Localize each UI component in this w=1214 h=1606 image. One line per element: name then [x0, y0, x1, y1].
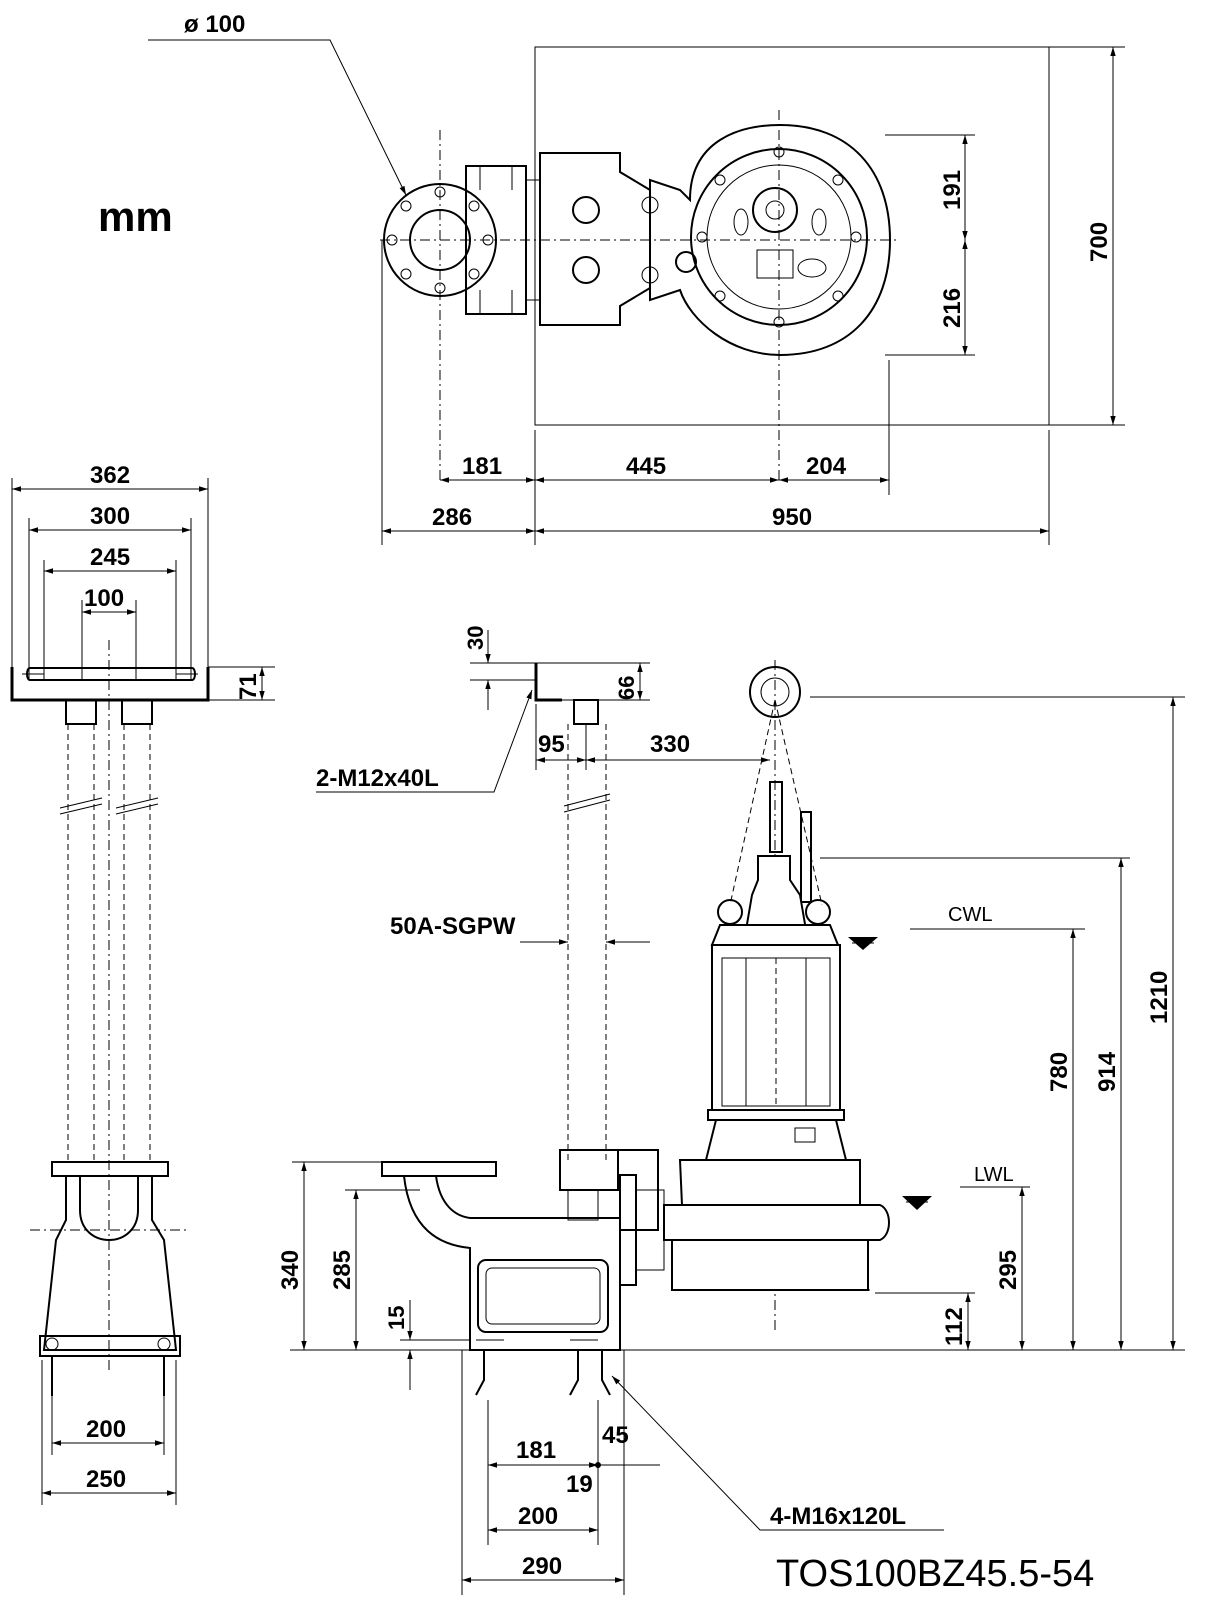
- dim-191: 191: [939, 170, 966, 210]
- dim-204: 204: [806, 453, 847, 480]
- dim-445: 445: [626, 453, 666, 480]
- water-level-lwl: LWL: [974, 1164, 1014, 1186]
- water-level-cwl: CWL: [948, 904, 992, 926]
- dim-95: 95: [538, 731, 565, 758]
- dim-700: 700: [1086, 222, 1113, 262]
- dim-780: 780: [1046, 1052, 1073, 1092]
- dim-181-front: 181: [516, 1437, 556, 1464]
- unit-label: mm: [98, 193, 173, 240]
- dim-112: 112: [941, 1307, 968, 1346]
- dim-340: 340: [277, 1250, 304, 1290]
- dim-362: 362: [90, 462, 130, 489]
- dim-1210: 1210: [1146, 971, 1173, 1024]
- dim-914: 914: [1094, 1051, 1121, 1092]
- anchor-callout: 4-M16x120L: [770, 1503, 906, 1530]
- dim-285: 285: [329, 1250, 356, 1290]
- dim-100: 100: [84, 585, 124, 612]
- dim-45: 45: [602, 1422, 629, 1449]
- front-view: 66 30 2-M12x40L 95 330 50A-SGPW: [277, 626, 1185, 1595]
- dim-300: 300: [90, 503, 130, 530]
- dim-290: 290: [522, 1553, 562, 1580]
- side-view: 362 300 245 100 71: [10, 462, 275, 1505]
- dim-15: 15: [384, 1306, 409, 1330]
- model-label: TOS100BZ45.5-54: [776, 1553, 1094, 1595]
- dim-250: 250: [86, 1466, 126, 1493]
- dim-181-top: 181: [462, 453, 502, 480]
- dim-66: 66: [614, 676, 639, 700]
- bolt-callout-top: 2-M12x40L: [316, 765, 439, 792]
- dim-295: 295: [995, 1250, 1022, 1290]
- dim-71: 71: [235, 673, 262, 700]
- dim-330: 330: [650, 731, 690, 758]
- dim-200-front: 200: [518, 1503, 558, 1530]
- dim-19: 19: [566, 1471, 593, 1498]
- dim-245: 245: [90, 544, 130, 571]
- pipe-callout: 50A-SGPW: [390, 913, 516, 940]
- dim-30: 30: [463, 626, 488, 650]
- dim-216: 216: [939, 288, 966, 328]
- top-view: ø 100 191 216 700 181 445 204 286 950: [148, 11, 1125, 545]
- dim-200-side: 200: [86, 1416, 126, 1443]
- dim-286: 286: [432, 504, 472, 531]
- flange-callout: ø 100: [184, 11, 245, 38]
- dim-950: 950: [772, 504, 812, 531]
